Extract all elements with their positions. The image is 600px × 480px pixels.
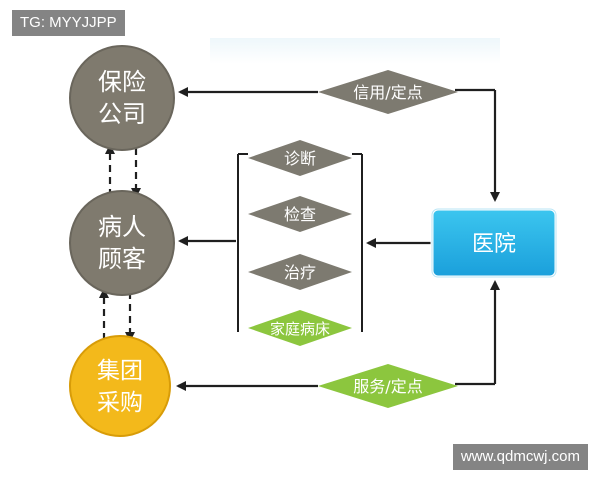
service-label-examination: 检查 bbox=[284, 205, 316, 224]
edge-service-diamond bbox=[318, 364, 458, 408]
watermark-top-left: TG: MYYJJPP bbox=[12, 10, 125, 36]
node-patient-line1: 病人 bbox=[98, 213, 146, 241]
node-patient-line2: 顾客 bbox=[98, 245, 146, 273]
top-glow-decoration bbox=[210, 38, 500, 64]
service-diamond-examination bbox=[248, 196, 352, 232]
edge-hospital-to-patient bbox=[178, 236, 432, 248]
node-hospital-label: 医院 bbox=[472, 232, 516, 257]
node-group-line2: 采购 bbox=[97, 390, 143, 416]
service-label-treatment: 治疗 bbox=[284, 263, 316, 282]
node-patient-customer: 病人 顾客 bbox=[69, 190, 175, 296]
service-diamond-diagnosis bbox=[248, 140, 352, 176]
service-diamond-home-care bbox=[248, 310, 352, 346]
node-insurance-company: 保险 公司 bbox=[69, 45, 175, 151]
node-hospital: 医院 bbox=[430, 207, 558, 279]
edge-service: 服务/定点 bbox=[176, 280, 500, 408]
node-insurance-line1: 保险 bbox=[98, 68, 146, 96]
edge-service-label: 服务/定点 bbox=[353, 377, 422, 396]
node-insurance-line2: 公司 bbox=[98, 100, 146, 128]
service-label-home-care: 家庭病床 bbox=[270, 320, 330, 338]
dashed-links bbox=[99, 144, 141, 342]
node-group-purchase: 集团 采购 bbox=[69, 335, 171, 437]
services-column: 诊断 检查 治疗 家庭病床 bbox=[237, 140, 363, 346]
service-label-diagnosis: 诊断 bbox=[284, 149, 316, 168]
service-diamond-treatment bbox=[248, 254, 352, 290]
edge-credit-label: 信用/定点 bbox=[353, 83, 422, 102]
node-group-line1: 集团 bbox=[97, 358, 143, 384]
edge-credit: 信用/定点 bbox=[178, 70, 500, 202]
watermark-bottom-right: www.qdmcwj.com bbox=[452, 444, 588, 470]
edge-credit-diamond bbox=[318, 70, 458, 114]
